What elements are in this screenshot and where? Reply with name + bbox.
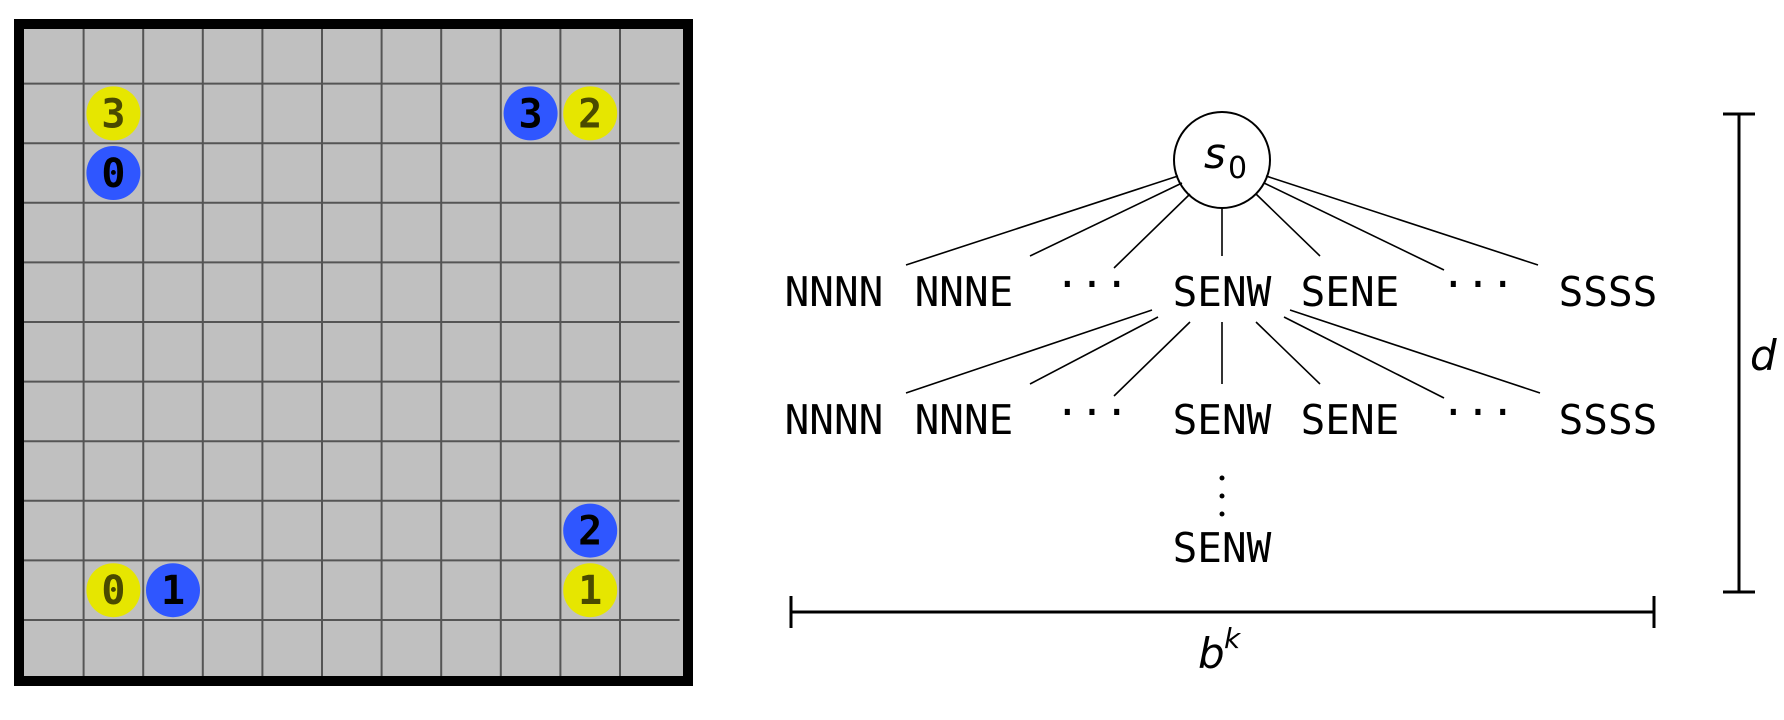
width-exponent: k	[1224, 622, 1242, 655]
blue-agent-3: 3	[503, 86, 558, 141]
tree-level-1: NNNN NNNE ··· SENW SENE ··· SSSS	[785, 260, 1658, 316]
width-label: b	[1198, 629, 1225, 678]
depth-label: d	[1750, 331, 1777, 380]
agent-token	[563, 503, 618, 558]
level-2-node: NNNN	[785, 396, 884, 444]
blue-agent-2: 2	[563, 503, 618, 558]
yellow-agent-1: 1	[563, 563, 618, 618]
agent-label: 2	[578, 91, 602, 137]
search-tree-panel: s 0 NNNN NNNE ··· SENW SENE ··· SSSS NNNN NNNE ·…	[785, 111, 1777, 678]
agent-token	[503, 86, 558, 141]
agent-token	[563, 563, 618, 618]
level-1-node: SENE	[1301, 268, 1400, 316]
root-label: s	[1204, 129, 1226, 178]
agent-token	[563, 86, 618, 141]
level-2-node: SENE	[1301, 396, 1400, 444]
width-bracket	[789, 596, 1656, 628]
depth-bracket	[1723, 112, 1755, 594]
agent-label: 1	[161, 568, 185, 614]
agent-label: 3	[101, 91, 125, 137]
level-1-node: SENW	[1173, 268, 1272, 316]
level-2-node: ···	[1441, 388, 1515, 436]
senw-edges	[905, 309, 1541, 399]
agent-token	[86, 563, 141, 618]
grid-border	[14, 19, 693, 686]
agent-token	[86, 146, 141, 200]
agent-label: 1	[578, 568, 602, 614]
level-2-node: SSSS	[1559, 396, 1658, 444]
root-edges	[905, 175, 1539, 271]
agent-label: 2	[578, 509, 602, 555]
yellow-agent-2: 2	[563, 86, 618, 141]
agent-token	[86, 86, 141, 141]
yellow-agent-0: 0	[86, 563, 141, 618]
tree-level-2: NNNN NNNE ··· SENW SENE ··· SSSS	[785, 388, 1658, 444]
agent-label: 3	[519, 91, 543, 137]
grid-lines	[24, 24, 680, 680]
level-2-node: NNNE	[915, 396, 1014, 444]
level-2-node: ···	[1055, 388, 1129, 436]
blue-agent-1: 1	[146, 563, 200, 618]
agent-token	[146, 563, 200, 618]
agent-label: 0	[101, 151, 125, 197]
level-1-node: NNNN	[785, 268, 884, 316]
yellow-agent-3: 3	[86, 86, 141, 141]
level-1-node: ···	[1441, 260, 1515, 308]
root-subscript: 0	[1228, 151, 1247, 186]
level-1-node: SSSS	[1559, 268, 1658, 316]
level-2-node: SENW	[1173, 396, 1272, 444]
leaf-label: SENW	[1173, 524, 1272, 572]
level-1-node: ···	[1055, 260, 1129, 308]
blue-agent-0: 0	[86, 146, 141, 200]
level-1-node: NNNE	[915, 268, 1014, 316]
agent-label: 0	[101, 568, 125, 614]
vertical-ellipsis	[1219, 475, 1225, 517]
